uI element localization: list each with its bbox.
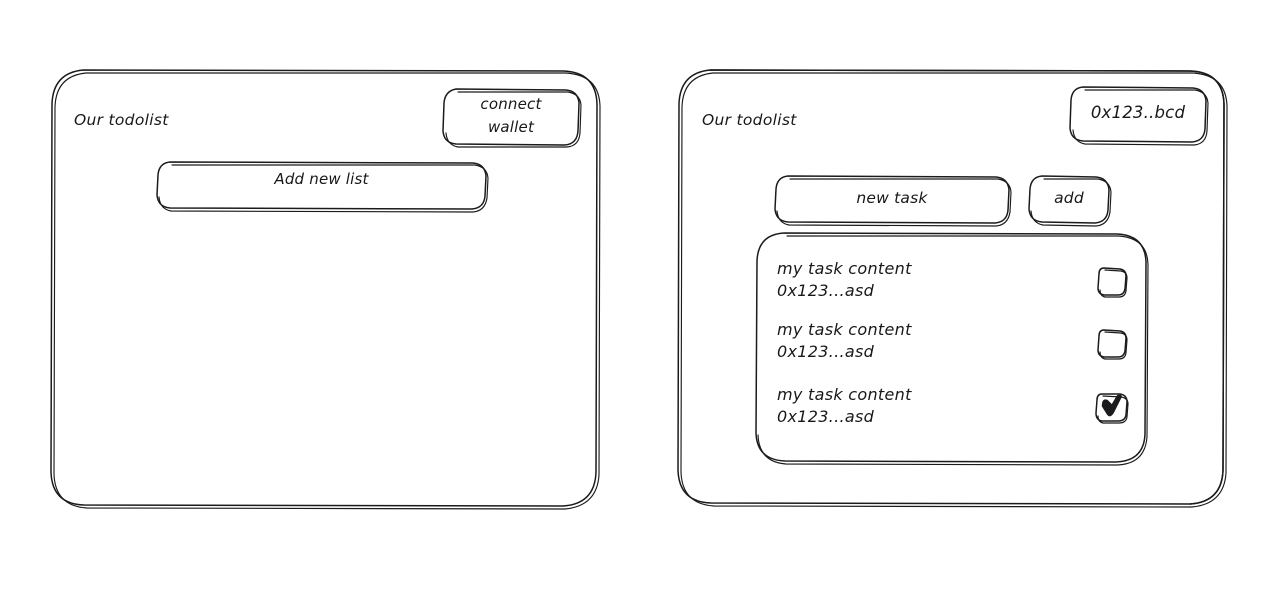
task-checkbox-3-checked[interactable] [1095,393,1129,424]
new-task-input[interactable]: new task [856,189,928,207]
task-owner: 0x123...asd [777,342,875,361]
connect-wallet-button-label-line1[interactable]: connect [480,95,542,113]
task-checkbox-2[interactable] [1097,329,1128,360]
task-owner: 0x123...asd [777,407,875,426]
task-content: my task content [777,385,912,404]
connect-wallet-button-label-line2[interactable]: wallet [487,118,535,136]
panel-right-frame [677,69,1228,508]
wallet-address-badge[interactable]: 0x123..bcd [1090,103,1186,122]
add-new-list-button[interactable]: Add new list [274,170,369,188]
task-owner: 0x123...asd [777,281,875,300]
page-title-left: Our todolist [74,111,169,129]
task-row[interactable]: my task content 0x123...asd [777,320,912,361]
task-row[interactable]: my task content 0x123...asd [777,259,912,300]
task-content: my task content [777,259,912,278]
add-task-button[interactable]: add [1054,189,1084,207]
task-checkbox-1[interactable] [1097,267,1128,298]
task-content: my task content [777,320,912,339]
task-row[interactable]: my task content 0x123...asd [777,385,912,426]
page-title-right: Our todolist [702,111,797,129]
